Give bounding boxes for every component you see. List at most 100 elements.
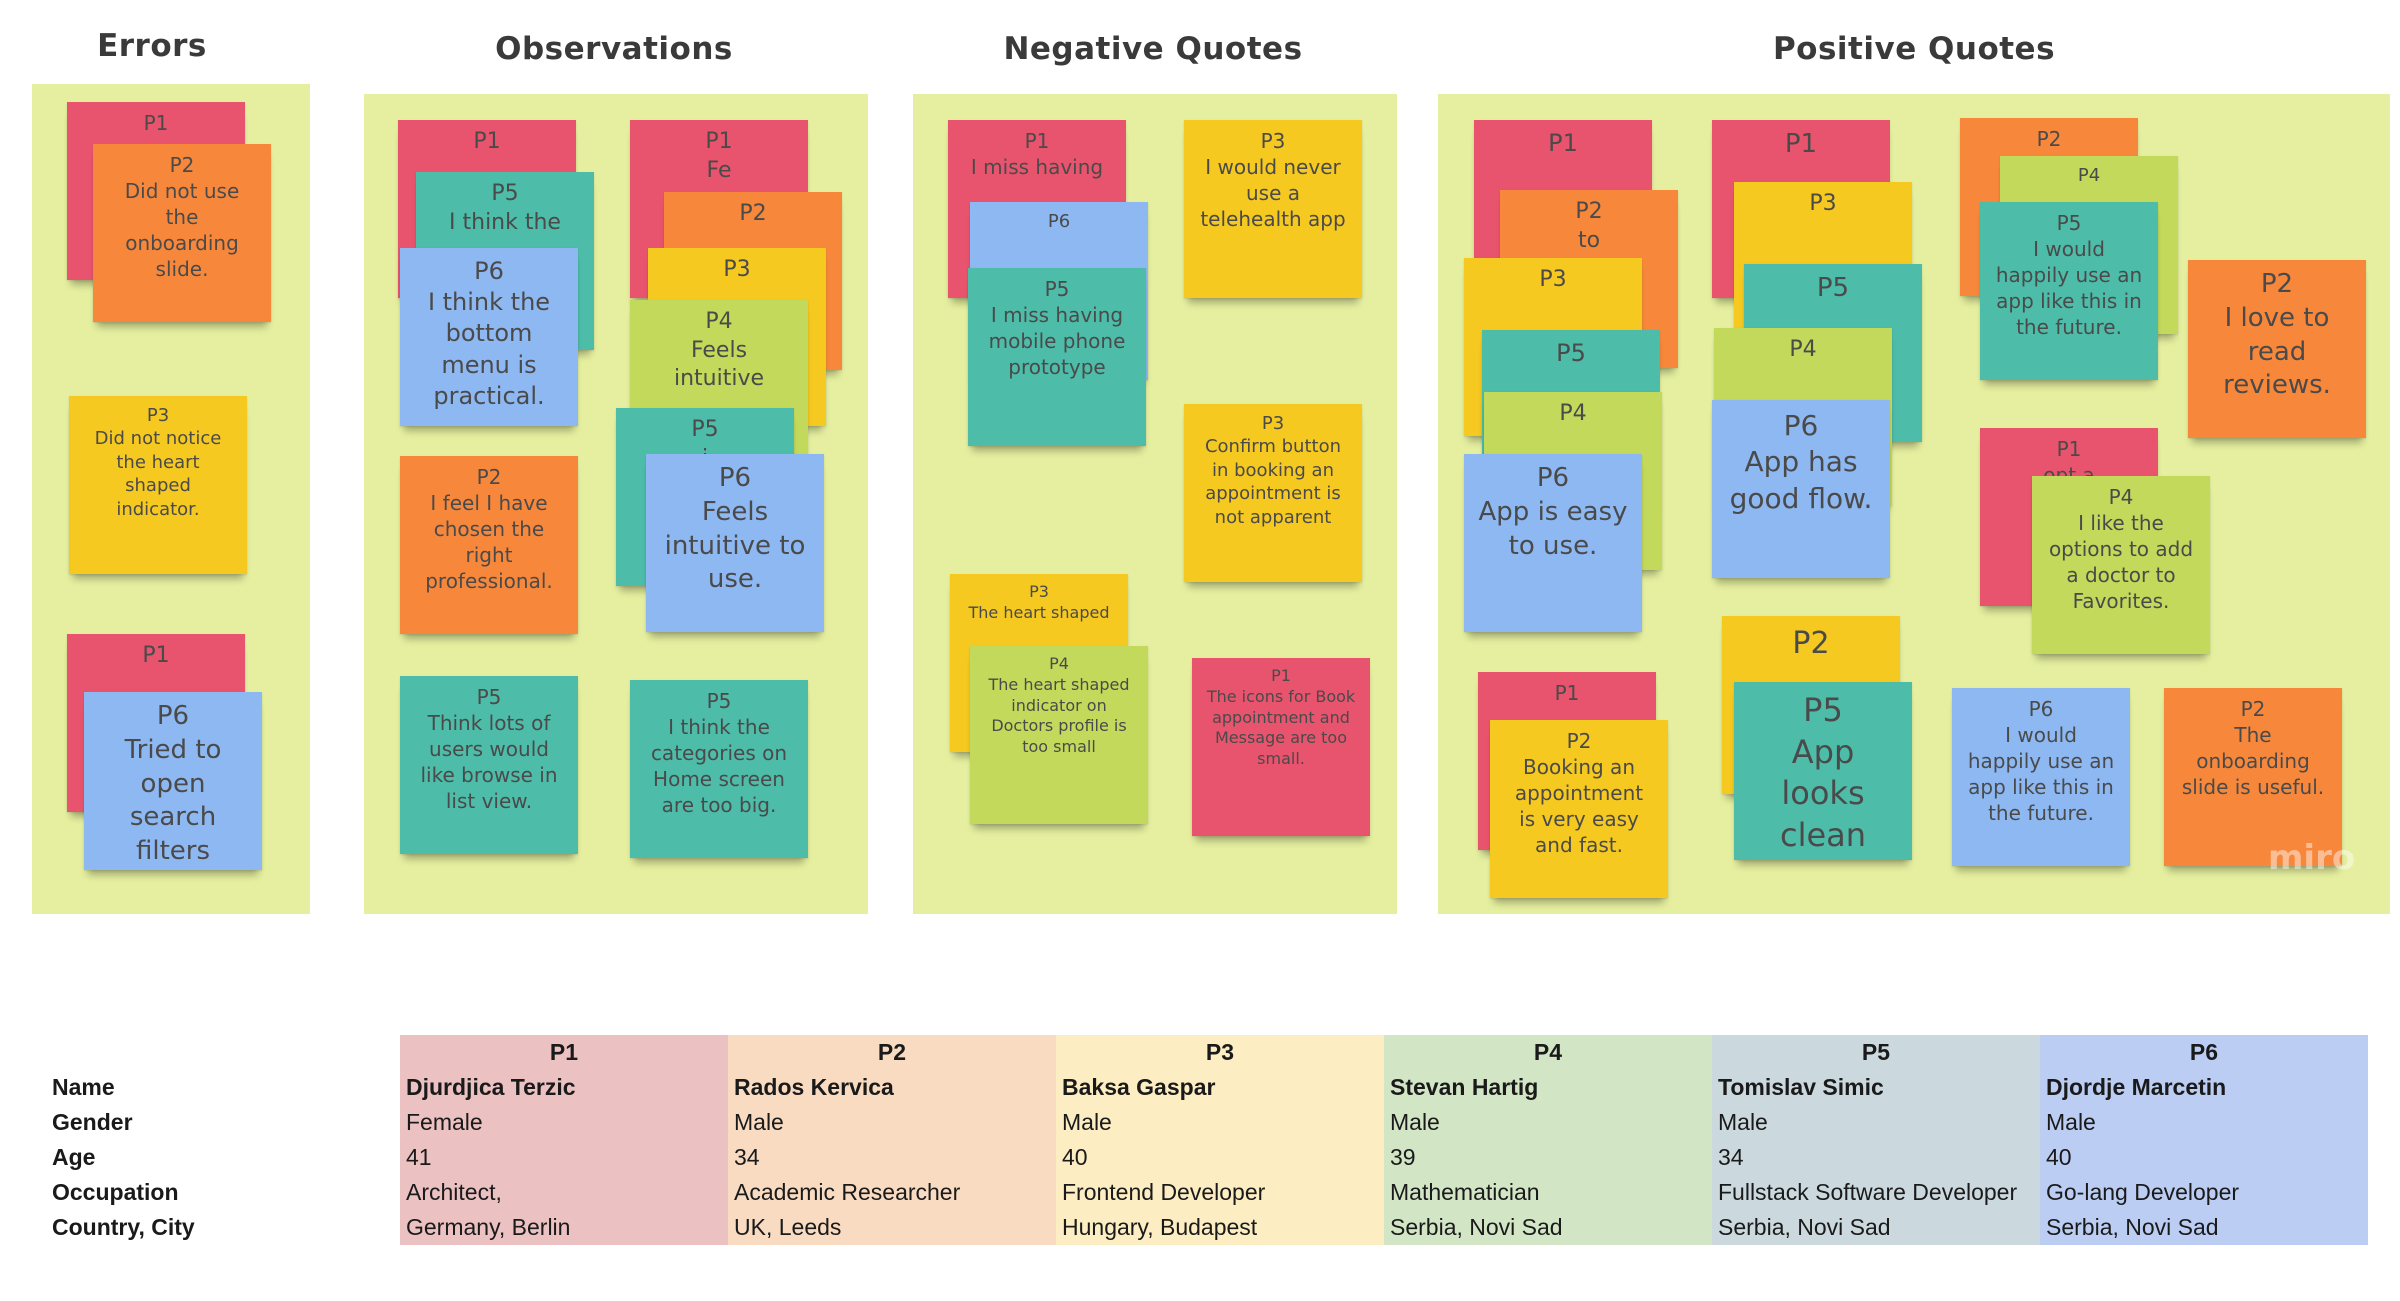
participant-tag: P3 [723,257,751,282]
note-text: I think the bottom menu is practical. [427,288,551,410]
participant-tag: P1 [142,643,170,668]
table-cell: Rados Kervica [728,1070,1056,1105]
participant-tag: P4 [2077,165,2101,186]
note-text: I would never use a telehealth app [1200,155,1346,231]
note-text: Confirm button in booking an appointment… [1204,436,1342,528]
participant-tag: P3 [1539,267,1567,292]
participant-tag: P6 [156,701,190,731]
participant-tag: P3 [1809,191,1837,216]
note-text: I think the [449,209,561,235]
table-cell: Fullstack Software Developer [1712,1175,2040,1210]
table-cell: Male [1056,1105,1384,1140]
table-cell: 39 [1384,1140,1712,1175]
note-text: App has good flow. [1729,445,1873,515]
note-text: The onboarding slide is useful. [2181,723,2325,799]
table-cell: Academic Researcher [728,1175,1056,1210]
note-text: Feels intuitive [673,337,765,392]
note-text: I like the options to add a doctor to Fa… [2048,511,2194,613]
table-cell: Frontend Developer [1056,1175,1384,1210]
participant-tag: P5 [476,685,502,709]
participant-tag: P2 [476,465,502,489]
participant-tag: P2 [1792,626,1830,661]
note-text: I would happily use an app like this in … [1967,723,2115,825]
note-text: App looks clean [1779,732,1867,854]
note-text: to [1577,227,1601,253]
note-text: I miss having mobile phone prototype [988,303,1126,379]
table-cell: Djordje Marcetin [2040,1070,2368,1105]
participant-tag: P5 [706,689,732,713]
note-text: I miss having [970,155,1104,179]
note-text: Feels intuitive to use. [664,496,806,595]
table-cell: Serbia, Novi Sad [1384,1210,1712,1245]
participant-tag: P5 [2056,211,2082,235]
participant-tag: P1 [1784,129,1818,159]
table-row-label: Name [52,1074,115,1100]
table-cell: Architect, [400,1175,728,1210]
table-header-cell: P4 [1384,1035,1712,1070]
observations-title: Observations [495,31,733,67]
table-row-label: Occupation [52,1179,179,1205]
participant-tag: P5 [1556,339,1586,367]
note-text: Did not use the onboarding slide. [124,179,240,281]
participant-tag: P1 [473,129,501,154]
table-cell: Serbia, Novi Sad [1712,1210,2040,1245]
table-cell: UK, Leeds [728,1210,1056,1245]
note-text: Did not notice the heart shaped indicato… [94,428,222,520]
note-text: Think lots of users would like browse in… [420,711,558,813]
negative-quotes-title: Negative Quotes [1003,31,1303,67]
table-cell: Mathematician [1384,1175,1712,1210]
participant-tag: P3 [1261,413,1285,434]
note-text: I love to read reviews. [2223,302,2331,401]
participant-tag: P1 [1548,129,1578,157]
participant-tag: P1 [1024,129,1050,153]
table-cell: 40 [1056,1140,1384,1175]
table-row-label: Age [52,1144,96,1170]
table-cell: 34 [1712,1140,2040,1175]
note-text: Booking an appointment is very easy and … [1514,755,1644,857]
note-text: The heart shaped indicator on Doctors pr… [988,674,1130,757]
table-cell: Tomislav Simic [1712,1070,2040,1105]
table-row-label: Country, City [52,1214,195,1240]
participant-tag: P5 [1044,277,1070,301]
positive-quotes-title: Positive Quotes [1772,31,2056,67]
participant-tag: P3 [1029,582,1049,601]
participant-tag: P4 [1559,401,1587,426]
table-cell: Male [2040,1105,2368,1140]
participant-tag: P6 [2028,697,2054,721]
participant-tag: P1 [705,129,733,154]
participant-tag: P6 [1783,409,1819,442]
table-header-cell: P3 [1056,1035,1384,1070]
table-header-cell: P2 [728,1035,1056,1070]
note-text: I think the categories on Home screen ar… [650,715,788,817]
table-row-label: Gender [52,1109,133,1135]
participant-tag: P2 [169,153,195,177]
participant-tag: P6 [1047,211,1071,232]
participant-tag: P6 [1536,463,1570,493]
